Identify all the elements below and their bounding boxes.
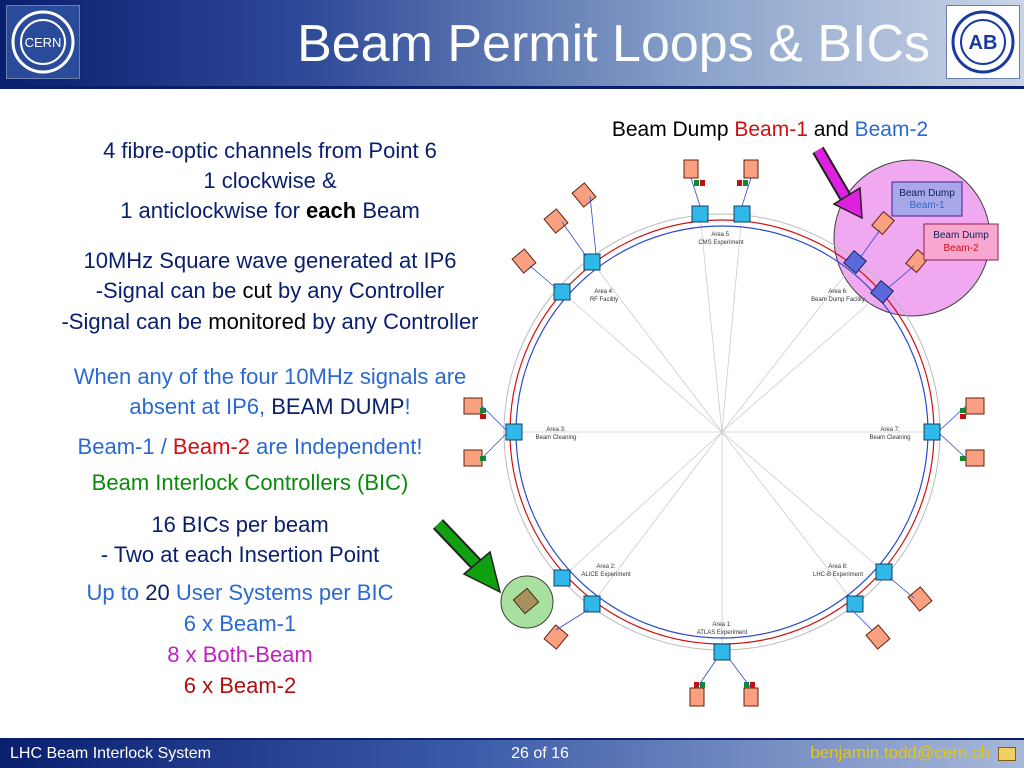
user-links xyxy=(481,177,967,689)
green-arrow xyxy=(432,519,502,594)
footer-rule xyxy=(0,738,1024,740)
beam-dump-beam1-box xyxy=(891,181,963,217)
text-beam-dump-a: absent at IP6, xyxy=(129,394,272,419)
bic-node xyxy=(923,423,941,441)
dump-bic-node xyxy=(843,250,867,274)
text-anticlockwise-a: 1 anticlockwise for xyxy=(120,198,307,223)
footer-bar: LHC Beam Interlock System 26 of 16 benja… xyxy=(0,740,1024,768)
area2-sublabel: ALICE Experiment xyxy=(581,572,631,578)
area1-label: Area 1: xyxy=(712,622,732,628)
text-cut: cut xyxy=(242,278,272,303)
text-when-absent: When any of the four 10MHz signals are xyxy=(73,364,467,389)
area7-sublabel: Beam Cleaning xyxy=(869,435,910,441)
beam-dump-title: Beam Dump Beam-1 and Beam-2 xyxy=(560,118,980,142)
text-each: each xyxy=(306,198,357,223)
magenta-arrow xyxy=(812,146,863,220)
text-signal-cut-c: by any Controller xyxy=(271,278,445,303)
area8-label: Area 8: xyxy=(828,564,848,570)
connector-pins-red xyxy=(480,180,966,688)
beam-dump-title-a: Beam Dump xyxy=(611,118,735,141)
bic-node xyxy=(583,253,601,271)
beam-dump-beam2-label: Beam Dump xyxy=(933,230,989,241)
bic-node xyxy=(691,205,709,223)
bic-node xyxy=(846,595,864,613)
title-bar xyxy=(0,0,1024,86)
text-6-beam1: 6 x Beam-1 xyxy=(183,611,297,636)
bic-node xyxy=(713,643,731,661)
text-signal-monitored: -Signal can be monitored by any Controll… xyxy=(20,307,520,337)
text-independent-b: Beam-2 xyxy=(172,434,250,459)
text-square-wave: 10MHz Square wave generated at IP6 xyxy=(83,248,457,273)
text-anticlockwise: 1 anticlockwise for each Beam xyxy=(20,196,520,226)
cern-logo: CERN xyxy=(6,5,80,79)
text-user-systems-a: Up to xyxy=(86,580,146,605)
area2-label: Area 2: xyxy=(596,564,616,570)
bic-node xyxy=(875,563,893,581)
bic-node xyxy=(553,283,571,301)
bic-node xyxy=(505,423,523,441)
area1-sublabel: ATLAS Experiment xyxy=(697,630,748,636)
beam-dump-beam2-box xyxy=(923,223,999,261)
beam-dump-title-c: and xyxy=(807,118,855,141)
area3-label: Area 3: xyxy=(546,427,566,433)
text-signal-cut-a: -Signal can be xyxy=(95,278,243,303)
text-monitored: monitored xyxy=(208,309,307,334)
text-bic-heading: Beam Interlock Controllers (BIC) xyxy=(91,470,409,495)
area4-sublabel: RF Facility xyxy=(590,297,618,303)
connector-pins xyxy=(480,180,966,688)
page-title: Beam Permit Loops & BICs xyxy=(297,15,930,73)
text-clockwise: 1 clockwise & xyxy=(203,168,337,193)
aby-logo-text: AB xyxy=(969,32,998,54)
bic-node xyxy=(553,569,571,587)
text-beam-dump-b: BEAM DUMP xyxy=(271,394,405,419)
text-independent-c: are Independent! xyxy=(249,434,423,459)
area6-label: Area 6: xyxy=(828,289,848,295)
beam-dump-beam2-sublabel: Beam-2 xyxy=(943,243,978,254)
text-user-systems: Up to 20 User Systems per BIC xyxy=(0,578,480,608)
footer-email[interactable]: benjamin.todd@cern.ch xyxy=(810,743,990,762)
aby-logo: AB xyxy=(946,5,1020,79)
beam-dump-title-d: Beam-2 xyxy=(854,118,929,141)
bic-nodes xyxy=(505,205,941,661)
cern-logo-text: CERN xyxy=(25,35,62,50)
text-two-each: - Two at each Insertion Point xyxy=(100,542,380,567)
text-signal-monitored-a: -Signal can be xyxy=(61,309,209,334)
area5-label: Area 5: xyxy=(711,232,731,238)
text-user-systems-b: 20 xyxy=(145,580,170,605)
text-anticlockwise-c: Beam xyxy=(356,198,420,223)
text-beam-dump: absent at IP6, BEAM DUMP! xyxy=(20,392,520,422)
area-labels: Area 5: CMS Experiment Area 4: RF Facili… xyxy=(535,232,910,636)
dump-bic-nodes xyxy=(843,250,894,304)
text-16-bics: 16 BICs per beam xyxy=(151,512,329,537)
area3-sublabel: Beam Cleaning xyxy=(535,435,576,441)
beam-dump-title-b: Beam-1 xyxy=(734,118,808,141)
text-signal-monitored-c: by any Controller xyxy=(306,309,479,334)
text-6-beam2: 6 x Beam-2 xyxy=(183,673,297,698)
text-signal-cut: -Signal can be cut by any Controller xyxy=(20,276,520,306)
dump-bic-node xyxy=(870,280,894,304)
highlighted-bic xyxy=(512,587,540,615)
text-beam-dump-c: ! xyxy=(404,394,411,419)
text-fibre-channels: 4 fibre-optic channels from Point 6 xyxy=(103,138,437,163)
text-user-systems-c: User Systems per BIC xyxy=(169,580,394,605)
footer-page-number: 26 of 16 xyxy=(511,745,569,762)
mail-icon[interactable] xyxy=(998,747,1016,761)
footer-system-name: LHC Beam Interlock System xyxy=(10,745,211,762)
area4-label: Area 4: xyxy=(594,289,614,295)
bic-node xyxy=(583,595,601,613)
bic-node xyxy=(733,205,751,223)
text-independent: Beam-1 / Beam-2 are Independent! xyxy=(0,432,500,462)
area7-label: Area 7: xyxy=(880,427,900,433)
title-rule xyxy=(0,86,1024,89)
text-8-both: 8 x Both-Beam xyxy=(167,642,313,667)
area8-sublabel: LHC-B Experiment xyxy=(813,572,863,578)
beam-dump-beam1-label: Beam Dump xyxy=(899,188,955,199)
text-independent-a: Beam-1 / xyxy=(77,434,173,459)
beam-dump-beam1-sublabel: Beam-1 xyxy=(909,200,944,211)
area5-sublabel: CMS Experiment xyxy=(698,240,744,246)
area6-sublabel: Beam Dump Facility xyxy=(811,297,865,303)
ring-spokes xyxy=(514,213,932,652)
